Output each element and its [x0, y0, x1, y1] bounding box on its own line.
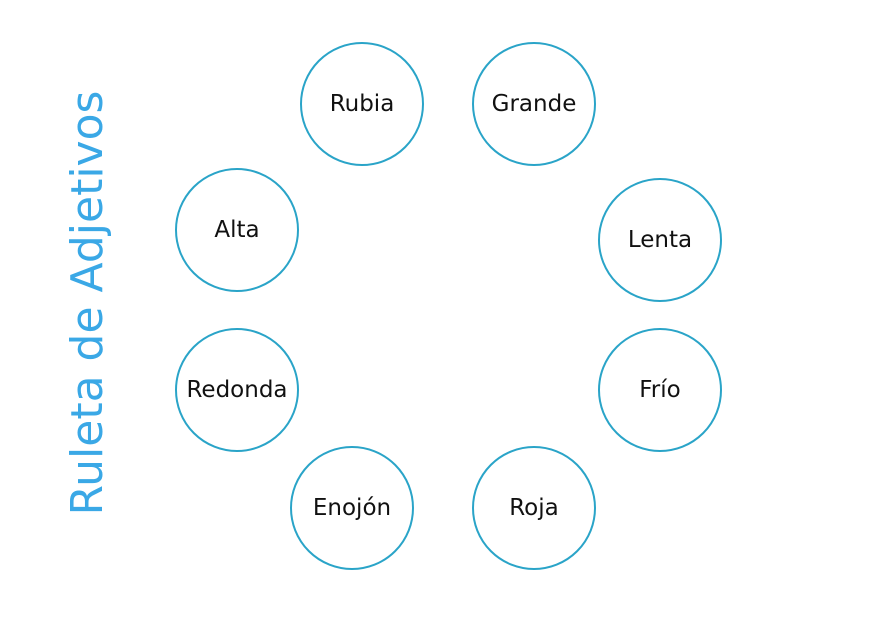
adjective-label: Alta — [214, 217, 260, 243]
adjective-label: Roja — [509, 495, 559, 521]
adjective-circle-enojon: Enojón — [290, 446, 414, 570]
adjective-circle-lenta: Lenta — [598, 178, 722, 302]
adjective-circle-roja: Roja — [472, 446, 596, 570]
adjective-circle-rubia: Rubia — [300, 42, 424, 166]
adjective-label: Enojón — [312, 495, 392, 521]
adjective-label: Redonda — [186, 377, 288, 403]
adjective-circle-alta: Alta — [175, 168, 299, 292]
adjective-circle-grande: Grande — [472, 42, 596, 166]
adjective-label: Rubia — [329, 91, 395, 117]
adjective-label: Frío — [639, 377, 681, 403]
page-title: Ruleta de Adjetivos — [62, 90, 113, 516]
adjective-circle-frio: Frío — [598, 328, 722, 452]
adjective-circle-redonda: Redonda — [175, 328, 299, 452]
adjective-label: Grande — [491, 91, 577, 117]
adjective-label: Lenta — [627, 227, 693, 253]
